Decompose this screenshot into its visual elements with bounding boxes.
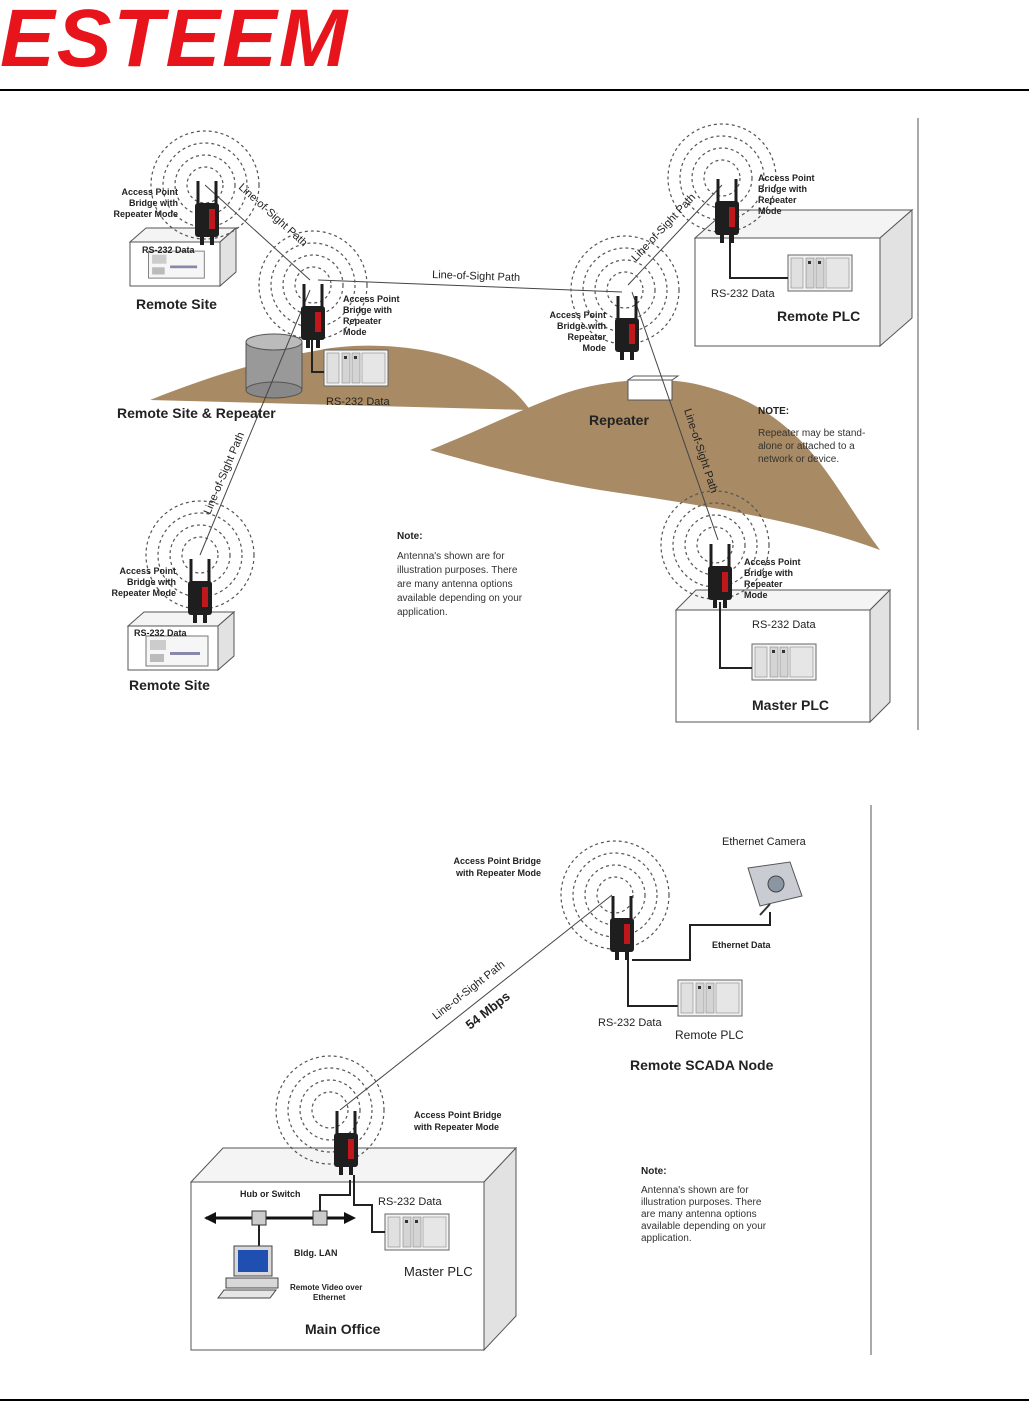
camera-label: Ethernet Camera	[722, 836, 807, 848]
rs232-label-1: RS-232 Data	[142, 245, 196, 255]
rs232-label-office: RS-232 Data	[378, 1196, 442, 1208]
site-label-remote-site-repeater: Remote Site & Repeater	[117, 405, 276, 421]
ap-radio-2	[299, 282, 327, 350]
ap-radio-3	[613, 294, 641, 362]
hub-label: Hub or Switch	[240, 1189, 301, 1199]
rs232-cable-master-plc	[719, 602, 752, 669]
remote-site-box-top	[128, 226, 238, 288]
ap-radio-5	[186, 557, 214, 625]
lan-label: Bldg. LAN	[294, 1248, 338, 1258]
svg-text:Note:: Note:	[397, 531, 423, 542]
rs232-label-2: RS-232 Data	[326, 396, 390, 408]
computer-workstation	[217, 1245, 279, 1299]
site-label-remote-site-bottom: Remote Site	[129, 677, 210, 693]
los-link-4	[631, 291, 719, 541]
rs232-label-remote: RS-232 Data	[598, 1017, 662, 1029]
rs232-label-4: RS-232 Data	[134, 628, 188, 638]
ap-radio-1	[193, 179, 221, 247]
rs232-label-3: RS-232 Data	[711, 288, 775, 300]
rs232-cable-office	[353, 1175, 385, 1233]
rs232-cable-remote	[627, 960, 678, 1007]
ap-radio-remote	[608, 894, 636, 962]
svg-text:ESTEEM: ESTEEM	[0, 0, 349, 84]
master-plc-box	[674, 588, 892, 724]
esteem-logo: ESTEEM	[0, 0, 349, 84]
remote-plc-box	[693, 208, 914, 348]
svg-text:NOTE:: NOTE:	[758, 406, 789, 417]
ethernet-data-label: Ethernet Data	[712, 940, 772, 950]
site-label-remote-plc: Remote PLC	[777, 308, 860, 324]
storage-tank	[245, 333, 303, 399]
remote-plc	[677, 979, 743, 1017]
los-label-2: Line-of-Sight Path	[432, 269, 520, 284]
office-label: Main Office	[305, 1321, 381, 1337]
hill-right	[430, 379, 880, 550]
site-label-master-plc: Master PLC	[752, 697, 829, 713]
remote-plc-label: Remote PLC	[675, 1028, 744, 1042]
repeater-box	[626, 375, 680, 401]
rs232-cable-site-repeater	[311, 340, 324, 373]
site-label-remote-site-top: Remote Site	[136, 296, 217, 312]
los-link-5	[199, 289, 311, 556]
rs232-cable-remote-plc	[729, 235, 788, 279]
ethernet-cable	[632, 912, 771, 961]
ap-radio-office	[332, 1109, 360, 1177]
master-plc	[384, 1213, 450, 1251]
svg-text:Note:: Note:	[641, 1166, 667, 1177]
los-link-3	[627, 184, 723, 286]
svg-text:Repeater may be stand-alone or: Repeater may be stand-alone or attached …	[758, 428, 865, 465]
bldg-lan	[204, 1180, 356, 1255]
remote-site-box-bottom	[126, 610, 236, 672]
los-link-1	[204, 184, 311, 281]
ap-radio-4	[713, 177, 741, 245]
master-plc-label: Master PLC	[404, 1264, 473, 1279]
los-link-scada	[339, 894, 613, 1111]
ap-radio-6	[706, 542, 734, 610]
plc-remote-site-repeater	[323, 349, 389, 387]
site-label-repeater: Repeater	[589, 412, 649, 428]
los-label-3: Line-of-Sight Path	[629, 191, 698, 264]
rs232-label-5: RS-232 Data	[752, 619, 816, 631]
los-label-5: Line-of-Sight Path	[202, 430, 247, 516]
main-office-box	[189, 1146, 518, 1352]
note-repeater: NOTE: Repeater may be stand-alone or att…	[758, 406, 865, 465]
ethernet-camera	[747, 861, 803, 916]
los-label-1: Line-of-Sight Path	[236, 181, 309, 249]
node-label: Remote SCADA Node	[630, 1057, 774, 1073]
